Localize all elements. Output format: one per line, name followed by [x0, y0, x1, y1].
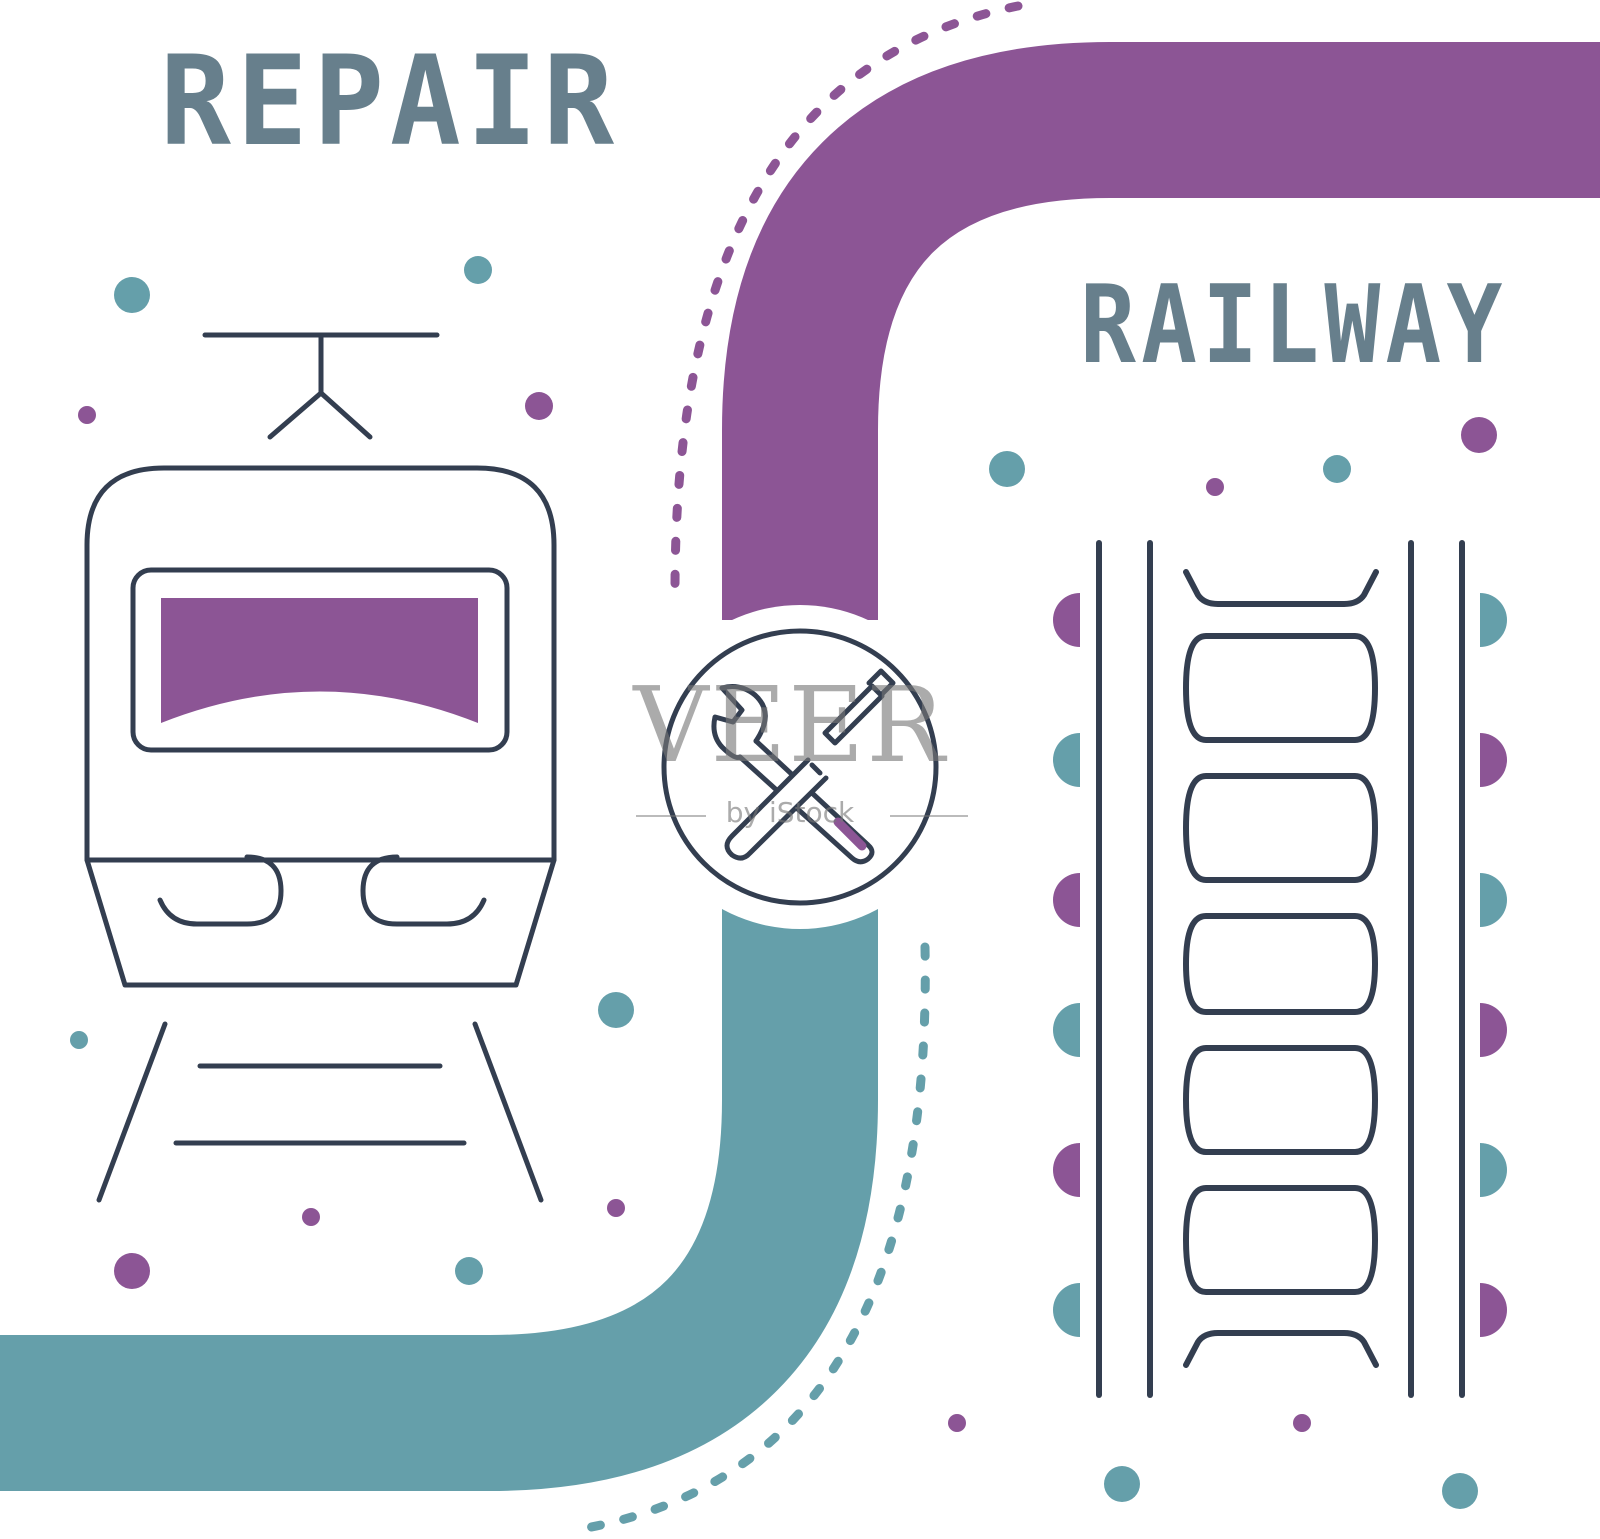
track-sleeper-5 [1183, 1185, 1378, 1295]
right-marker-3 [1480, 873, 1507, 927]
confetti-dot-7 [302, 1208, 320, 1226]
train-window-fill [161, 598, 478, 723]
teal-dotted-curve [570, 942, 930, 1535]
right-marker-4 [1480, 1003, 1507, 1057]
confetti-dot-16 [1293, 1414, 1311, 1432]
confetti-dot-12 [1461, 417, 1497, 453]
train-window-frame [130, 567, 510, 753]
left-marker-6 [1053, 1283, 1080, 1337]
watermark-caption: by iStock [725, 796, 855, 829]
track-end-top [1183, 569, 1379, 607]
wrench-screwdriver-icon [711, 668, 896, 865]
track-sleeper-4 [1183, 1045, 1378, 1155]
teal-road-band [0, 900, 878, 1491]
rail-left [96, 1021, 168, 1203]
track-sleeper-3 [1183, 913, 1378, 1015]
pantograph-arms [267, 390, 373, 440]
confetti-dot-14 [1323, 455, 1351, 483]
confetti-dot-13 [1206, 478, 1224, 496]
right-marker-6 [1480, 1283, 1507, 1337]
watermark-logo: VEER [633, 664, 947, 786]
confetti-dot-11 [989, 451, 1025, 487]
confetti-dot-2 [464, 256, 492, 284]
track-side-markers [1053, 593, 1507, 1337]
train-body [84, 465, 557, 863]
confetti-dot-9 [114, 1253, 150, 1289]
confetti-dot-4 [525, 392, 553, 420]
confetti-dot-5 [598, 992, 634, 1028]
confetti-dot-18 [1442, 1473, 1478, 1509]
right-marker-2 [1480, 733, 1507, 787]
watermark-rule-right [890, 815, 968, 817]
confetti-dot-8 [607, 1199, 625, 1217]
confetti-dot-6 [70, 1031, 88, 1049]
train-front-lower [84, 857, 557, 988]
left-marker-1 [1053, 593, 1080, 647]
track-sleepers [1183, 633, 1378, 1295]
purple-road-band [722, 42, 1600, 620]
headlight-left [157, 854, 284, 927]
left-marker-3 [1053, 873, 1080, 927]
train-front-icon [84, 332, 557, 1203]
left-marker-5 [1053, 1143, 1080, 1197]
purple-dotted-curve [670, 1, 1023, 595]
right-marker-1 [1480, 593, 1507, 647]
title-repair: REPAIR [160, 30, 620, 174]
track-sleeper-2 [1183, 773, 1378, 883]
confetti-dot-15 [948, 1414, 966, 1432]
confetti-dot-17 [1104, 1466, 1140, 1502]
confetti-dot-3 [78, 406, 96, 424]
title-railway: RAILWAY [1080, 263, 1508, 388]
tools-badge [638, 605, 962, 929]
confetti-dots [70, 256, 1497, 1509]
watermark-rule-left [636, 815, 706, 817]
left-marker-4 [1053, 1003, 1080, 1057]
confetti-dot-10 [455, 1257, 483, 1285]
confetti-dot-1 [114, 277, 150, 313]
rail-right [472, 1021, 544, 1203]
railway-track-icon [1096, 540, 1465, 1398]
headlight-right [360, 854, 487, 927]
left-marker-2 [1053, 733, 1080, 787]
track-end-bottom [1183, 1330, 1379, 1368]
right-marker-5 [1480, 1143, 1507, 1197]
track-sleeper-1 [1183, 633, 1378, 743]
